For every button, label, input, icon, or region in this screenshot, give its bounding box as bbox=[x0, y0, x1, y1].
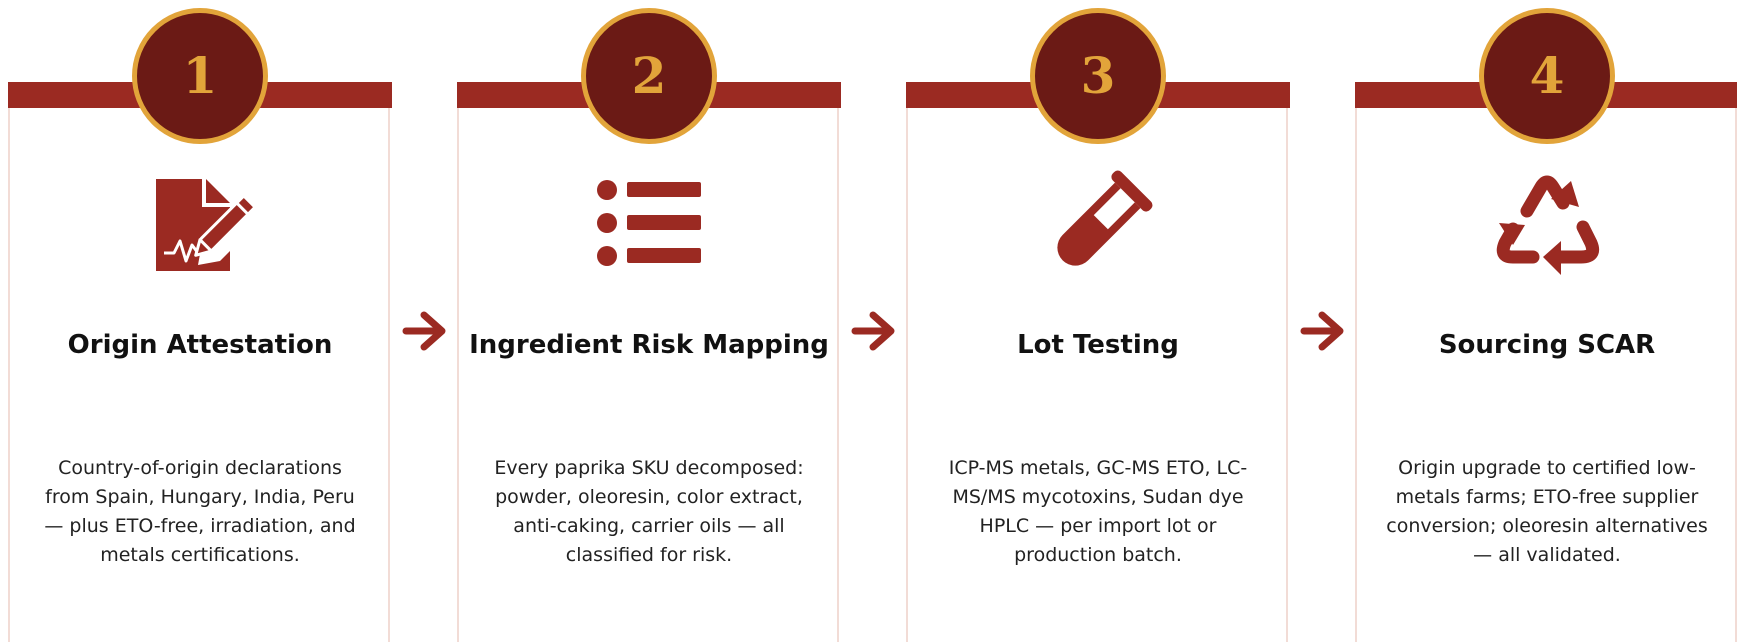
step-title: Lot Testing bbox=[1017, 330, 1179, 360]
step-description: ICP-MS metals, GC-MS ETO, LC-MS/MS mycot… bbox=[948, 457, 1248, 566]
step-title: Ingredient Risk Mapping bbox=[469, 330, 829, 360]
arrow-right-icon bbox=[1300, 309, 1346, 353]
step-number-badge: 1 bbox=[132, 8, 268, 144]
list-icon bbox=[589, 165, 709, 285]
step-card-1: 1 Origin Attestation Country-of-origin d… bbox=[8, 0, 392, 642]
card-panel bbox=[906, 82, 1288, 642]
test-tube-icon bbox=[1038, 165, 1158, 285]
step-number-badge: 2 bbox=[581, 8, 717, 144]
signed-document-icon bbox=[140, 165, 260, 285]
arrow-right-icon bbox=[851, 309, 897, 353]
step-card-2: 2 Ingredient Risk Mapping Every paprika … bbox=[457, 0, 841, 642]
arrow-right-icon bbox=[402, 309, 448, 353]
step-description: Country-of-origin declarations from Spai… bbox=[44, 457, 356, 566]
step-description: Origin upgrade to certified low-metals f… bbox=[1386, 457, 1708, 566]
step-card-3: 3 Lot Testing ICP-MS metals, GC-MS ETO, … bbox=[906, 0, 1290, 642]
step-description: Every paprika SKU decomposed: powder, ol… bbox=[494, 457, 804, 566]
step-number-badge: 3 bbox=[1030, 8, 1166, 144]
step-number: 3 bbox=[1080, 46, 1116, 105]
card-panel bbox=[1355, 82, 1737, 642]
step-number: 2 bbox=[631, 46, 667, 105]
step-title: Origin Attestation bbox=[67, 330, 333, 360]
card-panel bbox=[457, 82, 839, 642]
step-number: 1 bbox=[182, 46, 218, 105]
step-title: Sourcing SCAR bbox=[1438, 330, 1656, 360]
step-number-badge: 4 bbox=[1479, 8, 1615, 144]
recycle-icon bbox=[1487, 165, 1607, 285]
card-panel bbox=[8, 82, 390, 642]
step-card-4: 4 Sourcing SCAR Origin upgrade to certif… bbox=[1355, 0, 1737, 642]
step-number: 4 bbox=[1529, 46, 1565, 105]
